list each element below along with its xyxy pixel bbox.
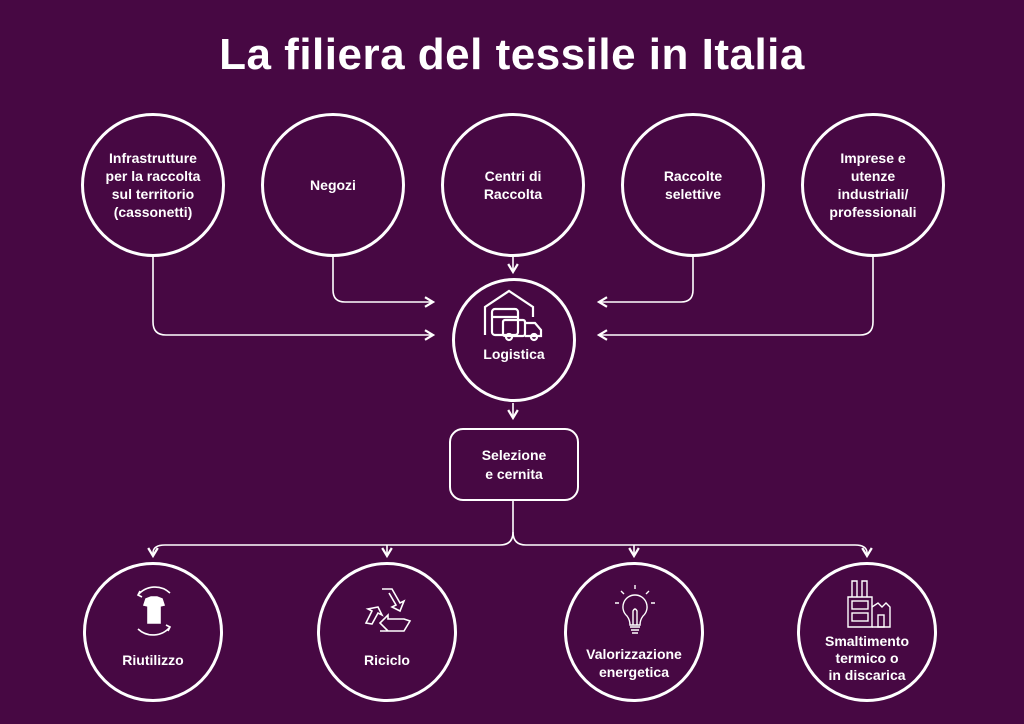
- label: per la raccolta: [105, 168, 201, 184]
- label: selettive: [664, 186, 722, 202]
- label: utenze: [850, 168, 896, 184]
- warehouse-truck-icon: [483, 289, 543, 342]
- label: Infrastrutture: [109, 150, 197, 166]
- label: Imprese e: [840, 150, 906, 166]
- connector-2: [332, 257, 436, 308]
- label: Negozi: [310, 177, 356, 193]
- outcome-valorizzazione: Valorizzazione energetica: [564, 562, 704, 702]
- label: in discarica: [828, 667, 906, 683]
- label: energetica: [598, 664, 670, 680]
- connector-1: [152, 257, 436, 341]
- logistics-node: Logistica: [452, 278, 576, 402]
- source-negozi: Negozi: [261, 113, 405, 257]
- label: (cassonetti): [113, 204, 193, 220]
- connector-branch: [147, 501, 514, 559]
- outcome-riutilizzo: Riutilizzo: [83, 562, 223, 702]
- label: Raccolta: [483, 186, 543, 202]
- label: industriali/: [837, 186, 909, 202]
- factory-icon: [847, 580, 891, 628]
- connector-4: [596, 257, 694, 308]
- label: professionali: [829, 204, 917, 220]
- label: Riutilizzo: [122, 652, 184, 668]
- label: Valorizzazione: [586, 646, 682, 662]
- recycle-icon: [364, 588, 412, 632]
- label: e cernita: [485, 465, 543, 482]
- label: Logistica: [483, 346, 545, 362]
- page-title: La filiera del tessile in Italia: [219, 30, 805, 79]
- label: Centri di: [484, 168, 542, 184]
- tshirt-reuse-icon: [136, 586, 172, 636]
- connector-5: [596, 257, 874, 341]
- label: Riciclo: [364, 652, 410, 668]
- label: Raccolte: [663, 168, 723, 184]
- label: Smaltimento: [824, 633, 909, 649]
- label: sul territorio: [111, 186, 195, 202]
- label: termico o: [835, 650, 899, 666]
- source-imprese: Imprese e utenze industriali/professionali: [801, 113, 945, 257]
- outcome-riciclo: Riciclo: [317, 562, 457, 702]
- selection-node: Selezione e cernita: [449, 428, 579, 501]
- label: Selezione: [481, 446, 547, 463]
- lightbulb-icon: [615, 585, 655, 634]
- source-raccolte-selettive: Raccolte selettive: [621, 113, 765, 257]
- source-centri-raccolta: Centri di Raccolta: [441, 113, 585, 257]
- source-cassonetti: Infrastrutture per la raccolta sul territo…: [81, 113, 225, 257]
